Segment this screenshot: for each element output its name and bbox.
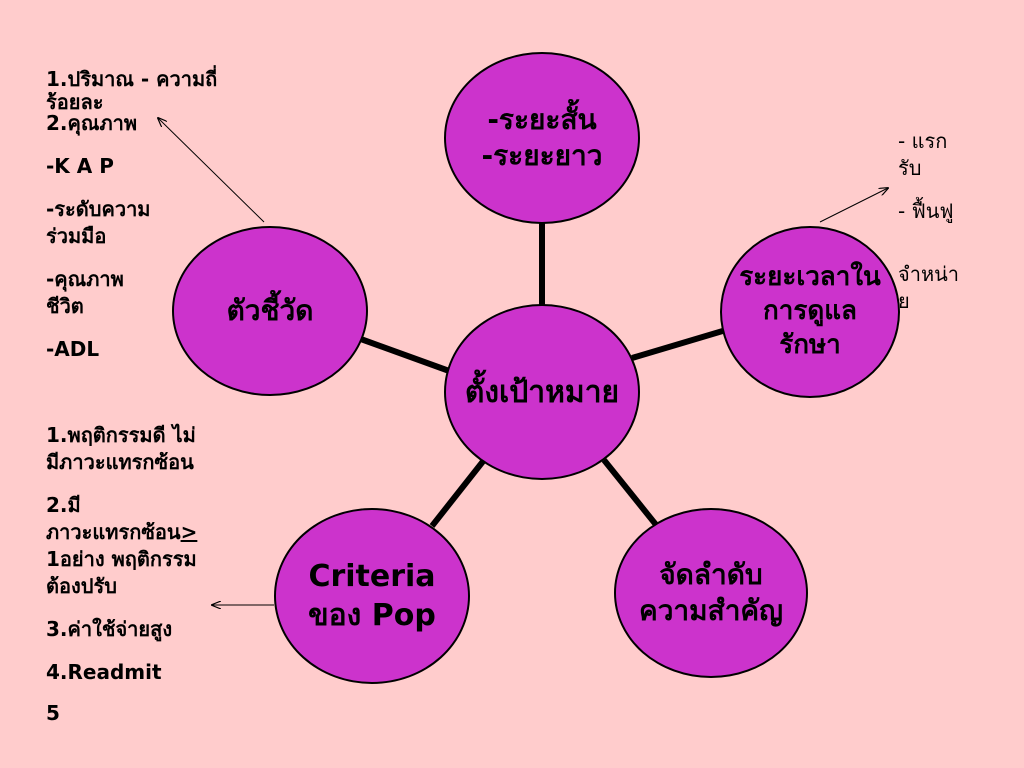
node-br-line1: จัดลำดับ bbox=[659, 557, 763, 591]
duration-d1b: รับ bbox=[898, 156, 922, 180]
node-right-line3: รักษา bbox=[779, 329, 841, 360]
indicator-qol-a: -คุณภาพ bbox=[46, 267, 124, 291]
node-top-line1: -ระยะสั้น bbox=[487, 102, 597, 136]
node-goal-setting: ตั้งเป้าหมาย bbox=[444, 304, 640, 480]
node-indicators: ตัวชี้วัด bbox=[172, 226, 368, 396]
duration-text: - แรก รับ - ฟื้นฟู จำหน่า ย bbox=[898, 128, 1008, 315]
criteria-text: 1.พฤติกรรมดี ไม่ มีภาวะแทรกซ้อน 2.มี ภาว… bbox=[46, 422, 276, 727]
criteria-c4: 4.Readmit bbox=[46, 660, 162, 684]
indicator-coop-b: ร่วมมือ bbox=[46, 224, 107, 248]
duration-d2: - ฟื้นฟู bbox=[898, 199, 954, 223]
node-top-line2: -ระยะยาว bbox=[481, 139, 603, 172]
node-right-line1: ระยะเวลาใน bbox=[739, 262, 881, 293]
criteria-c2d: ต้องปรับ bbox=[46, 574, 117, 598]
spoke-bottom-left bbox=[429, 453, 491, 528]
indicator-coop-a: -ระดับความ bbox=[46, 197, 151, 221]
criteria-c2b-prefix: ภาวะแทรกซ้อน bbox=[46, 520, 181, 544]
node-bl-line2: ของ Pop bbox=[308, 598, 436, 633]
spoke-left bbox=[356, 335, 454, 375]
criteria-c5: 5 bbox=[46, 701, 60, 725]
indicator-adl: -ADL bbox=[46, 337, 100, 361]
indicator-qol-b: ชีวิต bbox=[46, 294, 84, 318]
criteria-c2b: ภาวะแทรกซ้อน> bbox=[46, 519, 276, 546]
indicators-text: 1.ปริมาณ - ความถี่ ร้อยละ 2.คุณภาพ -K A … bbox=[46, 66, 286, 363]
arrow-indicators bbox=[158, 118, 265, 223]
duration-d3a: จำหน่า bbox=[898, 262, 960, 286]
node-criteria-pop: Criteria ของ Pop bbox=[274, 508, 470, 684]
criteria-c2b-symbol: > bbox=[180, 520, 198, 544]
node-right-line2: การดูแล bbox=[763, 296, 857, 327]
node-bl-line1: Criteria bbox=[308, 559, 436, 594]
node-center-label: ตั้งเป้าหมาย bbox=[464, 374, 620, 410]
node-prioritize: จัดลำดับ ความสำคัญ bbox=[614, 508, 808, 678]
arrow-duration bbox=[819, 188, 888, 223]
indicator-item1a: 1.ปริมาณ - ความถี่ bbox=[46, 67, 218, 91]
duration-d3b: ย bbox=[898, 289, 910, 313]
criteria-c2a: 2.มี bbox=[46, 493, 81, 517]
indicator-item1b: ร้อยละ bbox=[46, 90, 104, 114]
node-left-label: ตัวชี้วัด bbox=[226, 293, 314, 327]
criteria-c1a: 1.พฤติกรรมดี ไม่ bbox=[46, 423, 196, 447]
criteria-c3: 3.ค่าใช้จ่ายสูง bbox=[46, 617, 173, 641]
node-short-long-term: -ระยะสั้น -ระยะยาว bbox=[444, 52, 640, 224]
node-care-duration: ระยะเวลาใน การดูแล รักษา bbox=[720, 226, 900, 398]
duration-d1a: - แรก bbox=[898, 129, 948, 153]
spoke-right bbox=[631, 327, 727, 361]
node-br-line2: ความสำคัญ bbox=[638, 594, 784, 627]
criteria-c2c: 1อย่าง พฤติกรรม bbox=[46, 547, 197, 571]
criteria-c1b: มีภาวะแทรกซ้อน bbox=[46, 450, 194, 474]
spoke-bottom-right bbox=[601, 458, 660, 528]
indicator-kap: -K A P bbox=[46, 154, 114, 178]
indicator-item2: 2.คุณภาพ bbox=[46, 111, 138, 135]
